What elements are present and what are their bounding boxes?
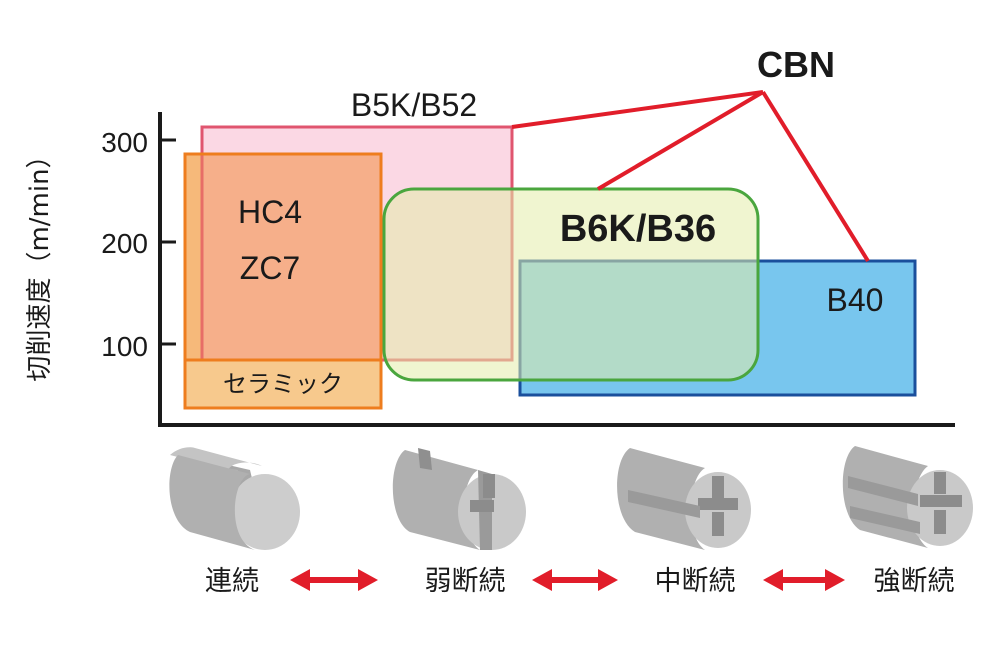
double-arrow-icon [763, 569, 845, 591]
workpiece-continuous [169, 447, 300, 550]
y-tick-100: 100 [101, 331, 148, 362]
cut-type-continuous: 連続 [205, 566, 259, 597]
double-arrow-icon [290, 569, 378, 591]
b6k-b36-region [382, 187, 760, 382]
zc7-label: ZC7 [240, 250, 300, 286]
double-arrow-icon [532, 569, 618, 591]
cut-type-medium-interrupted: 中断続 [655, 566, 736, 597]
cbn-label: CBN [757, 44, 835, 85]
y-axis-title: 切削速度（m/min） [25, 142, 55, 381]
y-tick-200: 200 [101, 228, 148, 259]
workpiece-heavy-interrupted [842, 446, 973, 548]
y-tick-300: 300 [101, 127, 148, 158]
ceramic-category-label: セラミック [223, 370, 343, 398]
hc4-label: HC4 [238, 194, 302, 230]
b6k-b36-label: B6K/B36 [560, 208, 716, 250]
workpiece-medium-interrupted [617, 448, 751, 550]
b5k-b52-label: B5K/B52 [351, 87, 477, 123]
cut-type-light-interrupted: 弱断続 [425, 566, 506, 597]
workpiece-light-interrupted [392, 448, 526, 550]
b40-label: B40 [827, 282, 884, 318]
ceramic-grades-zone [183, 152, 383, 362]
cut-type-heavy-interrupted: 強断続 [874, 566, 955, 597]
cbn-connector-lines [511, 90, 870, 263]
